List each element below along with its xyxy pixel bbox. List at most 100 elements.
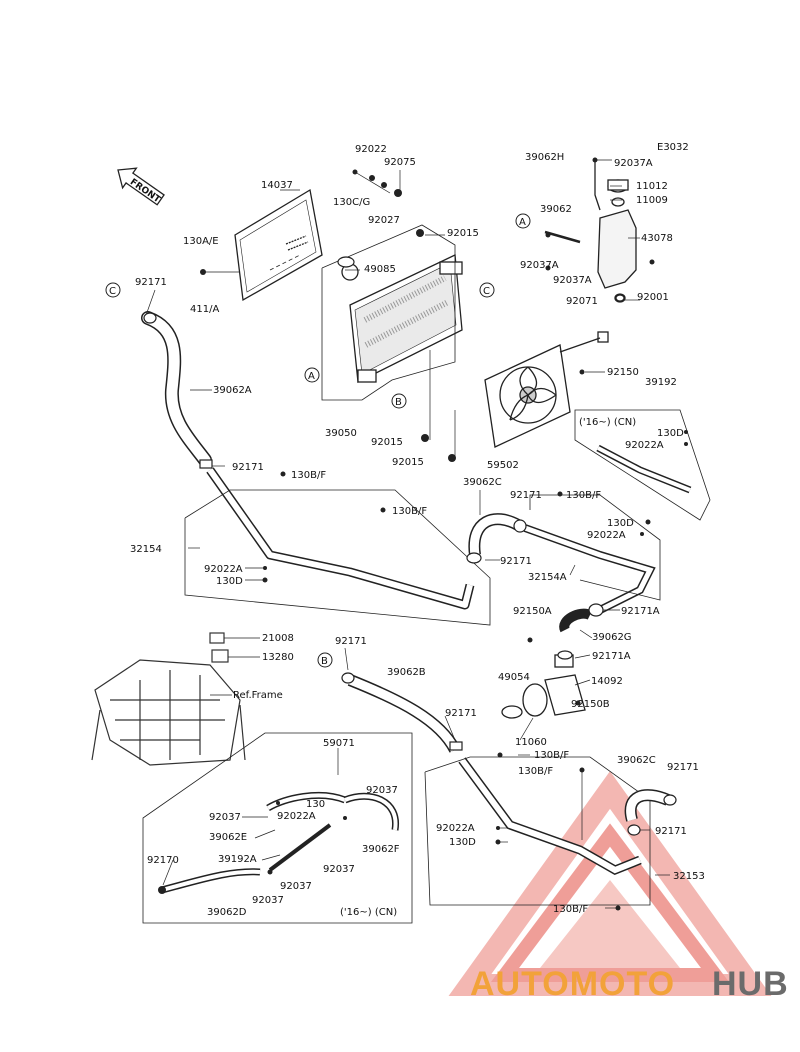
label-92022: 92022 bbox=[355, 144, 387, 155]
label-cn-note-2: ('16~) (CN) bbox=[340, 907, 397, 918]
callout-c-left-label: C bbox=[109, 286, 116, 297]
watermark-triangle-outer bbox=[448, 771, 772, 996]
pipe-32154a-box bbox=[529, 494, 661, 601]
label-39062g: 39062G bbox=[592, 632, 632, 643]
label-92075: 92075 bbox=[384, 157, 416, 168]
label-92171-e: 92171 bbox=[335, 636, 367, 647]
reservoir-tank bbox=[544, 160, 637, 303]
label-92037-c: 92037 bbox=[323, 864, 355, 875]
label-32154a: 32154A bbox=[528, 572, 567, 583]
label-11009: 11009 bbox=[636, 195, 668, 206]
callout-c-right bbox=[479, 282, 495, 298]
label-92171-h: 92171 bbox=[655, 826, 687, 837]
label-32154: 32154 bbox=[130, 544, 162, 555]
label-130d-d: 130D bbox=[449, 837, 476, 848]
label-92015-mid: 92015 bbox=[371, 437, 403, 448]
label-92171-b: 92171 bbox=[232, 462, 264, 473]
radiator-guide-box bbox=[321, 224, 456, 401]
label-32153: 32153 bbox=[673, 871, 705, 882]
label-92037a-top: 92037A bbox=[614, 158, 653, 169]
label-130d-b: 130D bbox=[607, 518, 634, 529]
label-13280: 13280 bbox=[262, 652, 294, 663]
front-arrow-icon: FRONT bbox=[117, 167, 165, 206]
pipe-39192a bbox=[268, 823, 332, 872]
thermostat-assembly bbox=[501, 608, 593, 719]
label-92171-c: 92171 bbox=[510, 490, 542, 501]
callout-a-right bbox=[515, 213, 531, 229]
frame-reference bbox=[91, 632, 246, 766]
diagram-code: E3032 bbox=[657, 142, 689, 153]
watermark-text-hub: HUB bbox=[712, 965, 789, 1003]
label-39192: 39192 bbox=[645, 377, 677, 388]
label-411a: 411/A bbox=[190, 304, 219, 315]
label-92171a-a: 92171A bbox=[621, 606, 660, 617]
radiator-screen bbox=[234, 188, 323, 302]
label-92027: 92027 bbox=[368, 215, 400, 226]
label-130cg: 130C/G bbox=[333, 197, 370, 208]
label-39062b: 39062B bbox=[387, 667, 426, 678]
label-39062h: 39062H bbox=[525, 152, 564, 163]
label-92037-a: 92037 bbox=[366, 785, 398, 796]
label-59502: 59502 bbox=[487, 460, 519, 471]
label-21008: 21008 bbox=[262, 633, 294, 644]
label-14092: 14092 bbox=[591, 676, 623, 687]
label-92171-g: 92171 bbox=[667, 762, 699, 773]
label-39062d: 39062D bbox=[207, 907, 247, 918]
box-cn bbox=[142, 732, 413, 924]
label-39062: 39062 bbox=[540, 204, 572, 215]
label-92022a-d: 92022A bbox=[277, 811, 316, 822]
label-39062f: 39062F bbox=[362, 844, 400, 855]
label-92150a: 92150A bbox=[513, 606, 552, 617]
label-130: 130 bbox=[306, 799, 325, 810]
label-130bf-a: 130B/F bbox=[291, 470, 326, 481]
label-130ae: 130A/E bbox=[183, 236, 219, 247]
callout-b-lower-label: B bbox=[321, 656, 328, 667]
label-92037-d: 92037 bbox=[280, 881, 312, 892]
callout-a-right-label: A bbox=[519, 217, 526, 228]
label-92171a-b: 92171A bbox=[592, 651, 631, 662]
radiator bbox=[341, 254, 463, 384]
label-92171-d: 92171 bbox=[500, 556, 532, 567]
label-92001: 92001 bbox=[637, 292, 669, 303]
callout-c-right-label: C bbox=[483, 286, 490, 297]
label-130bf-e: 130B/F bbox=[518, 766, 553, 777]
label-92037-b: 92037 bbox=[209, 812, 241, 823]
label-92170: 92170 bbox=[147, 855, 179, 866]
label-92022a-b: 92022A bbox=[587, 530, 626, 541]
hose-39062f bbox=[343, 792, 399, 831]
callout-markers bbox=[105, 213, 531, 668]
leader-lines bbox=[144, 159, 670, 909]
label-92150b: 92150B bbox=[571, 699, 610, 710]
label-92022a-a: 92022A bbox=[625, 440, 664, 451]
fasteners bbox=[158, 157, 688, 911]
label-39050: 39050 bbox=[325, 428, 357, 439]
watermark-text: AUTOMOTO HUB bbox=[470, 965, 789, 1003]
label-11012: 11012 bbox=[636, 181, 668, 192]
label-92015-bot: 92015 bbox=[392, 457, 424, 468]
label-ref-frame: Ref.Frame bbox=[233, 690, 283, 701]
label-39062e: 39062E bbox=[209, 832, 247, 843]
label-92015-top: 92015 bbox=[447, 228, 479, 239]
label-39192a: 39192A bbox=[218, 854, 257, 865]
box-39192 bbox=[574, 409, 711, 521]
watermark-triangle-core bbox=[540, 880, 680, 968]
label-11060: 11060 bbox=[515, 737, 547, 748]
pipe-32154-box bbox=[184, 489, 491, 626]
label-130d-a: 130D bbox=[657, 428, 684, 439]
callout-b-right-label: B bbox=[395, 397, 402, 408]
label-92171-f: 92171 bbox=[445, 708, 477, 719]
label-130bf-f: 130B/F bbox=[553, 904, 588, 915]
label-92022a-c: 92022A bbox=[204, 564, 243, 575]
label-92037a-mid: 92037A bbox=[553, 275, 592, 286]
label-92037-e: 92037 bbox=[252, 895, 284, 906]
label-49085: 49085 bbox=[364, 264, 396, 275]
cooling-fan bbox=[484, 331, 609, 448]
hose-clamps bbox=[143, 256, 677, 836]
callout-b-right bbox=[391, 393, 407, 409]
label-14037: 14037 bbox=[261, 180, 293, 191]
watermark-logo bbox=[448, 771, 772, 996]
part-labels: 92022 92075 130C/G 92027 14037 130A/E 41… bbox=[130, 144, 705, 918]
callout-b-lower bbox=[317, 652, 333, 668]
label-92037a-left: 92037A bbox=[520, 260, 559, 271]
